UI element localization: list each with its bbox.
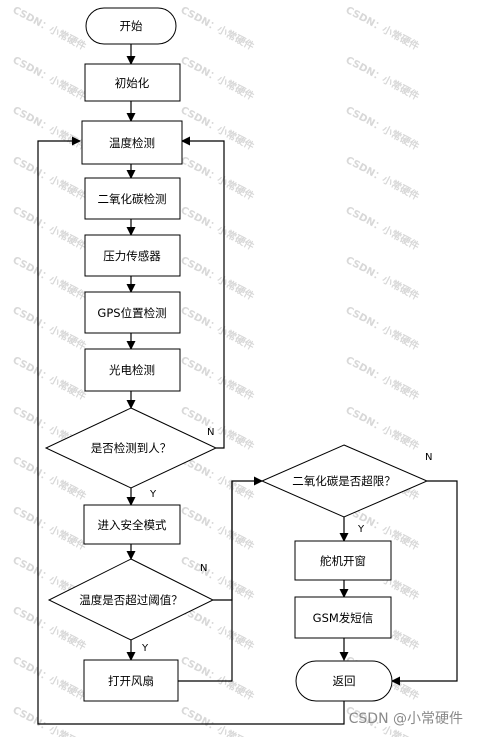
co2-detect-label: 二氧化碳检测 [98,192,167,206]
node-co2-detect: 二氧化碳检测 [84,177,181,220]
person-yes-label: Y [149,489,157,500]
return-terminal [295,660,393,702]
co2-decision-label: 二氧化碳是否超限？ [292,474,396,488]
start-label: 开始 [120,19,143,33]
connectors [37,44,458,725]
pressure-label: 压力传感器 [103,249,161,263]
watermark-text: CSDN：小常硬件 [11,653,89,703]
temp-yes-label: Y [141,643,149,654]
photo-label: 光电检测 [109,363,155,377]
watermark-text: CSDN：小常硬件 [179,203,257,253]
servo-label: 舵机开窗 [320,554,366,568]
edge-fan-co2 [178,481,233,682]
watermark-text: CSDN：小常硬件 [179,703,257,737]
watermark-text: CSDN：小常硬件 [11,53,89,103]
watermark-text: CSDN：小常硬件 [179,153,257,203]
node-servo: 舵机开窗 [294,540,392,581]
watermark-text: CSDN：小常硬件 [344,403,422,453]
node-temp-decision: 温度是否超过阈值？ [47,558,215,641]
safe-mode-label: 进入安全模式 [98,518,167,532]
watermark-text: CSDN：小常硬件 [344,203,422,253]
node-start: 开始 [85,7,177,45]
edge-person-no [181,136,225,449]
watermark-text: CSDN：小常硬件 [179,253,257,303]
gps-box [84,291,181,334]
edge-return-loop [37,136,345,725]
watermark-text: CSDN：小常硬件 [179,103,257,153]
init-box [84,63,181,102]
watermark-text: CSDN：小常硬件 [179,3,257,53]
node-temp-detect: 温度检测 [81,120,183,165]
person-no-label: N [207,427,214,438]
watermark-text: CSDN：小常硬件 [179,53,257,103]
watermark-text: CSDN：小常硬件 [11,3,89,53]
co2-detect-box [84,177,181,220]
watermark-text: CSDN：小常硬件 [344,303,422,353]
watermark-text: CSDN：小常硬件 [11,303,89,353]
watermark-text: CSDN：小常硬件 [179,303,257,353]
watermark-text: CSDN：小常硬件 [179,353,257,403]
node-pressure: 压力传感器 [84,234,181,277]
gsm-box [294,596,392,639]
watermark-text: CSDN：小常硬件 [11,203,89,253]
temp-detect-label: 温度检测 [109,136,155,150]
person-decision-diamond [44,407,218,489]
start-terminal [85,7,177,45]
watermark-text: CSDN：小常硬件 [344,153,422,203]
temp-decision-diamond [47,558,215,641]
watermark-text: CSDN：小常硬件 [11,103,89,153]
init-label: 初始化 [115,76,150,90]
node-return: 返回 [295,660,393,702]
pressure-box [84,234,181,277]
watermark-text: CSDN：小常硬件 [11,253,89,303]
co2-decision-diamond [260,444,429,518]
gps-label: GPS位置检测 [97,306,166,320]
node-person-decision: 是否检测到人？ [44,407,218,489]
watermark-text: CSDN：小常硬件 [11,353,89,403]
safe-mode-box [83,504,181,545]
watermark-text: CSDN：小常硬件 [344,3,422,53]
co2-no-label: N [425,452,432,463]
gsm-label: GSM发短信 [313,611,374,625]
watermark-text: CSDN：小常硬件 [179,503,257,553]
person-decision-label: 是否检测到人？ [91,441,172,455]
watermark-text: CSDN：小常硬件 [179,653,257,703]
node-safe-mode: 进入安全模式 [83,504,181,545]
watermark-text: CSDN：小常硬件 [11,153,89,203]
node-gsm: GSM发短信 [294,596,392,639]
servo-box [294,540,392,581]
temp-decision-label: 温度是否超过阈值？ [79,593,183,607]
watermark-text: CSDN：小常硬件 [344,353,422,403]
node-gps: GPS位置检测 [84,291,181,334]
photo-box [84,348,181,392]
node-co2-decision: 二氧化碳是否超限？ [260,444,429,518]
csdn-brand: CSDN @小常硬件 [349,711,463,727]
watermark-text: CSDN：小常硬件 [344,103,422,153]
fan-label: 打开风扇 [108,674,154,688]
watermark-text: CSDN：小常硬件 [11,503,89,553]
temp-no-label: N [200,563,207,574]
node-init: 初始化 [84,63,181,102]
watermark-text: CSDN：小常硬件 [344,53,422,103]
co2-yes-label: Y [357,524,365,535]
fan-box [83,659,179,702]
temp-detect-box [81,120,183,165]
watermark-text: CSDN：小常硬件 [344,253,422,303]
watermark-text: CSDN：小常硬件 [11,703,89,737]
return-label: 返回 [333,674,356,688]
node-fan: 打开风扇 [83,659,179,702]
edge-co2-no [391,480,458,686]
node-photo: 光电检测 [84,348,181,392]
